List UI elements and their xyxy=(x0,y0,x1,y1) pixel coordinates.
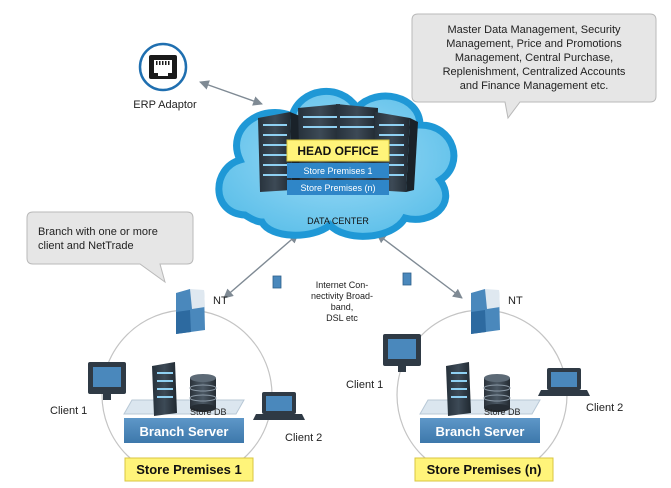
client1-label-right: Client 1 xyxy=(346,379,383,391)
erp-to-ho-arrow xyxy=(199,80,263,106)
head-office-highlight xyxy=(286,139,390,162)
head-office-callout: Master Data Management, Security Managem… xyxy=(411,13,657,120)
connector-arrows xyxy=(199,80,463,299)
server-tower-icon xyxy=(446,362,471,416)
premises-left-label: Store Premises 1 xyxy=(136,462,242,477)
nettrade-puzzle-icon xyxy=(471,289,500,334)
internet-line-2: nectivity Broad- xyxy=(311,291,373,301)
nt-label-left: NT xyxy=(213,295,228,307)
internet-line-3: band, xyxy=(331,302,354,312)
nettrade-puzzle-icon xyxy=(176,289,205,334)
server-tower-icon xyxy=(152,362,177,416)
callout-line-5: and Finance Management etc. xyxy=(460,80,609,92)
store-premises-1-label: Store Premises 1 xyxy=(303,166,372,176)
callout-line-4: Replenishment, Centralized Accounts xyxy=(443,66,626,78)
head-office-label: HEAD OFFICE xyxy=(297,144,378,158)
branch-right: NT Client 1 Client 2 Branch Server Store… xyxy=(346,289,623,482)
link-connector-left-icon xyxy=(272,275,282,289)
internet-line-1: Internet Con- xyxy=(316,280,369,290)
branch-callout-line-2: client and NetTrade xyxy=(38,240,134,252)
desktop-monitor-icon xyxy=(383,334,421,372)
data-center-label: DATA CENTER xyxy=(307,216,369,226)
branch-callout: Branch with one or more client and NetTr… xyxy=(26,211,194,284)
premises-right-label: Store Premises (n) xyxy=(427,462,542,477)
branch-server-label-right: Branch Server xyxy=(436,424,525,439)
database-icon xyxy=(483,374,511,412)
store-db-label-right: Store DB xyxy=(484,407,521,417)
ho-to-branch1-arrow xyxy=(223,233,299,299)
client2-label-right: Client 2 xyxy=(586,402,623,414)
branch-left-ring xyxy=(101,309,273,481)
link-connector-right-icon xyxy=(402,272,412,286)
laptop-icon xyxy=(253,392,305,420)
branch-server-bar-left xyxy=(124,418,244,443)
erp-adaptor-label: ERP Adaptor xyxy=(133,99,197,111)
branch-server-bar-right xyxy=(420,418,540,443)
desktop-monitor-icon xyxy=(88,362,126,400)
internet-line-4: DSL etc xyxy=(326,313,358,323)
branch-callout-line-1: Branch with one or more xyxy=(38,226,158,238)
store-premises-1-band xyxy=(287,163,389,178)
store-db-label-left: Store DB xyxy=(190,407,227,417)
internet-connectivity-label: Internet Con- nectivity Broad- band, DSL… xyxy=(311,280,373,323)
branch-server-label-left: Branch Server xyxy=(140,424,229,439)
premises-right-highlight xyxy=(414,457,554,482)
erp-adaptor: ERP Adaptor xyxy=(133,42,197,111)
ho-to-branchn-arrow xyxy=(376,233,463,299)
callout-line-1: Master Data Management, Security xyxy=(447,24,621,36)
database-icon xyxy=(189,374,217,412)
client2-label-left: Client 2 xyxy=(285,432,322,444)
premises-left-highlight xyxy=(124,457,254,482)
store-premises-n-label: Store Premises (n) xyxy=(300,183,375,193)
branch-left: NT Client 1 Client 2 Branch Server xyxy=(50,289,322,482)
store-premises-n-band xyxy=(287,180,389,195)
client1-label-left: Client 1 xyxy=(50,405,87,417)
nt-label-right: NT xyxy=(508,295,523,307)
head-office-block: HEAD OFFICE Store Premises 1 Store Premi… xyxy=(286,139,390,226)
laptop-icon xyxy=(538,368,590,396)
callout-line-3: Management, Central Purchase, xyxy=(455,52,613,64)
callout-line-2: Management, Price and Promotions xyxy=(446,38,622,50)
